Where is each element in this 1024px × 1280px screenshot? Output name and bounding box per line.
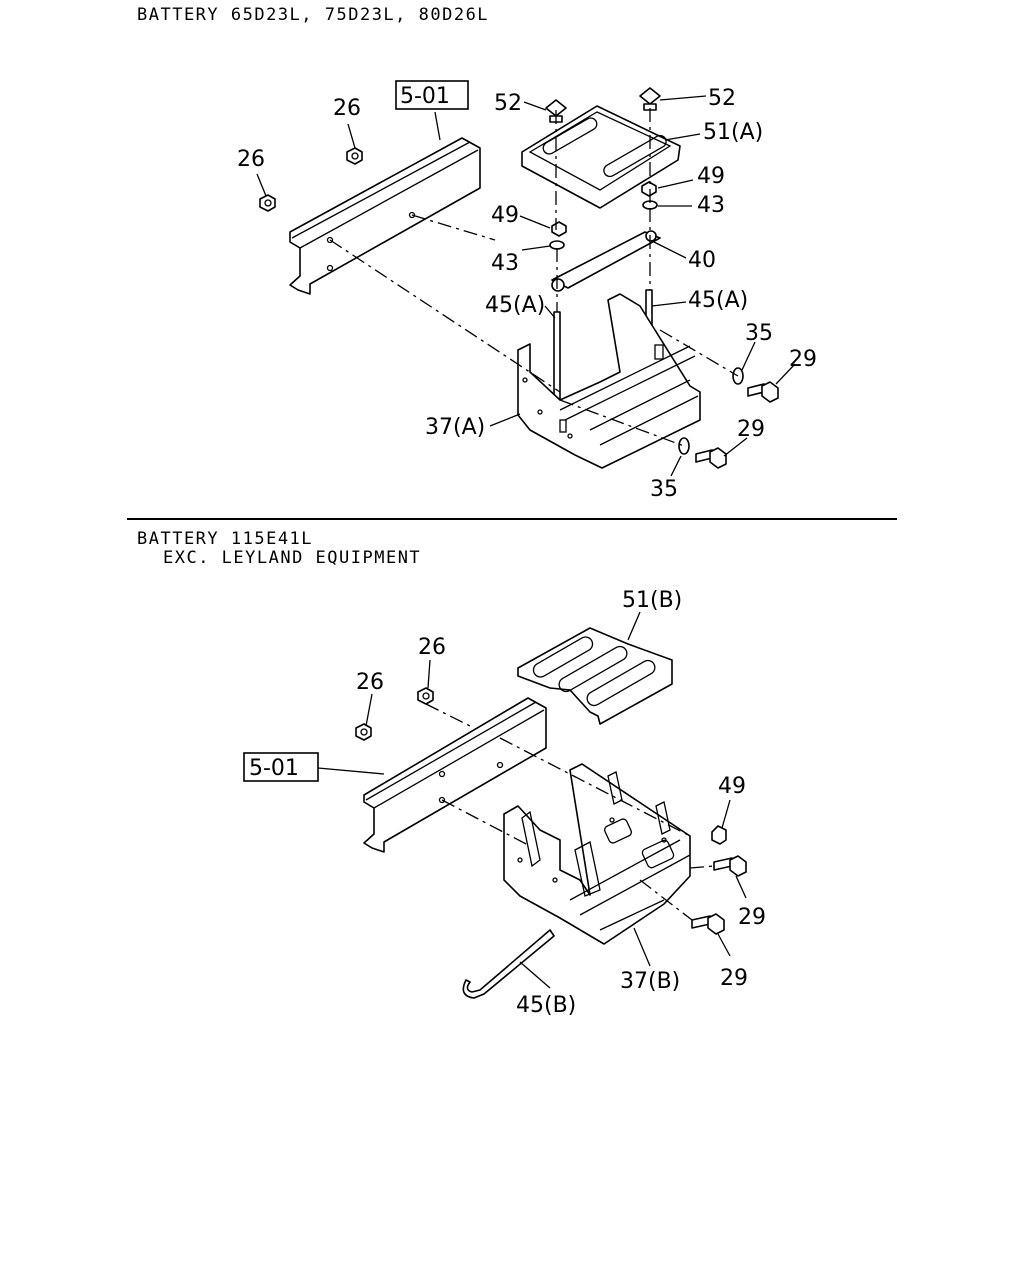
callout-box-5-01-b (243, 752, 319, 782)
callout-49-left: 49 (491, 203, 519, 228)
bolt-29-upper (747, 381, 779, 403)
wing-nut-52-left (545, 99, 567, 123)
callout-43-right: 43 (697, 193, 725, 218)
callout-45a-left: 45(A) (485, 293, 545, 318)
callout-40: 40 (688, 248, 716, 273)
callout-37a: 37(A) (425, 415, 485, 440)
wing-nut-52-right (639, 87, 661, 111)
nut-26-b2 (355, 723, 372, 741)
battery-tray-37a (517, 293, 701, 469)
callout-29-upper: 29 (789, 347, 817, 372)
callout-26-b2: 26 (356, 670, 384, 695)
washer-35-lower (678, 437, 690, 455)
callout-35-lower: 35 (650, 477, 678, 502)
callout-43-left: 43 (491, 251, 519, 276)
callout-26-b1: 26 (418, 635, 446, 660)
section-a-heading: BATTERY 65D23L, 75D23L, 80D26L (137, 5, 490, 25)
callout-29-b-upper: 29 (738, 905, 766, 930)
callout-52-right: 52 (708, 86, 736, 111)
callout-45a-right: 45(A) (688, 288, 748, 313)
bolt-29-b-upper (713, 855, 747, 877)
frame-rail-b (363, 697, 547, 853)
battery-cover-51a (521, 105, 681, 209)
leader-lines-b (317, 611, 747, 989)
callout-49-right: 49 (697, 164, 725, 189)
section-b-subheading: EXC. LEYLAND EQUIPMENT (163, 548, 422, 568)
bolt-29-b-lower (691, 913, 725, 935)
callout-5-01-b: 5-01 (249, 756, 299, 781)
callout-35-upper: 35 (745, 321, 773, 346)
callout-26-a2: 26 (237, 147, 265, 172)
assembly-lines-a (329, 108, 739, 447)
clamp-bar-40 (551, 230, 661, 292)
callout-51a: 51(A) (703, 120, 763, 145)
nut-49-left (551, 221, 567, 237)
washer-43-left (549, 240, 565, 250)
nut-26-a2 (259, 194, 276, 212)
assembly-lines-b (425, 703, 715, 921)
callout-5-01-a: 5-01 (400, 84, 450, 109)
callout-box-5-01-a (395, 80, 469, 110)
battery-cover-51b (517, 627, 673, 725)
nut-49-b (711, 825, 727, 845)
frame-rail-a (289, 137, 481, 295)
callout-37b: 37(B) (620, 969, 680, 994)
nut-26-b1 (417, 687, 434, 705)
callout-45b: 45(B) (516, 993, 576, 1018)
rod-45b (462, 929, 555, 999)
bolt-29-lower (695, 447, 727, 469)
nut-49-right (641, 181, 657, 197)
leader-lines-a (256, 95, 796, 477)
callout-52-left: 52 (494, 91, 522, 116)
callout-29-b-lower: 29 (720, 966, 748, 991)
battery-tray-37b (503, 763, 691, 945)
callout-29-lower: 29 (737, 417, 765, 442)
callout-51b: 51(B) (622, 588, 682, 613)
nut-26-a1 (346, 147, 363, 165)
callout-26-a1: 26 (333, 96, 361, 121)
section-b-heading: BATTERY 115E41L (137, 529, 314, 549)
callout-49-b: 49 (718, 774, 746, 799)
